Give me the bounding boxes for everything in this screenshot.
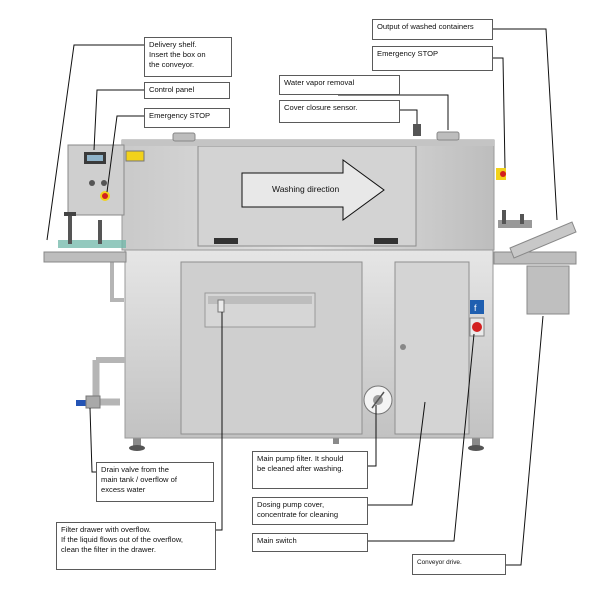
lower-cabinet bbox=[124, 247, 494, 439]
callout-dosing-pump-cover: Dosing pump cover, concentrate for clean… bbox=[252, 497, 368, 525]
callout-output-containers: Output of washed containers bbox=[372, 19, 493, 40]
door-controls: f bbox=[469, 300, 485, 337]
control-panel-box bbox=[67, 144, 145, 216]
machine-feet bbox=[129, 438, 484, 451]
callout-emergency-stop-right: Emergency STOP bbox=[372, 46, 493, 71]
callout-drain-valve: Drain valve from the main tank / overflo… bbox=[96, 462, 214, 502]
drain-pipework bbox=[76, 260, 125, 409]
left-conveyor bbox=[43, 212, 127, 263]
filter-drawer-handle bbox=[217, 299, 225, 313]
leader-lines bbox=[46, 28, 558, 566]
callout-main-pump-filter: Main pump filter. It should be cleaned a… bbox=[252, 451, 368, 489]
callout-delivery-shelf: Delivery shelf. Insert the box on the co… bbox=[144, 37, 232, 77]
callout-water-vapor-removal: Water vapor removal bbox=[279, 75, 400, 95]
callout-filter-drawer: Filter drawer with overflow. If the liqu… bbox=[56, 522, 216, 570]
pump-filter-cap bbox=[363, 385, 393, 415]
callout-emergency-stop-left: Emergency STOP bbox=[144, 108, 230, 128]
callout-main-switch: Main switch bbox=[252, 533, 368, 552]
callout-cover-closure-sensor: Cover closure sensor. bbox=[279, 100, 400, 123]
svg-text:f: f bbox=[474, 303, 477, 313]
callout-control-panel: Control panel bbox=[144, 82, 230, 99]
callout-conveyor-drive: Conveyor drive. bbox=[412, 554, 506, 575]
right-conveyor bbox=[493, 168, 577, 315]
washing-direction-label: Washing direction bbox=[272, 184, 340, 194]
washing-direction-arrow: Washing direction bbox=[241, 159, 385, 221]
